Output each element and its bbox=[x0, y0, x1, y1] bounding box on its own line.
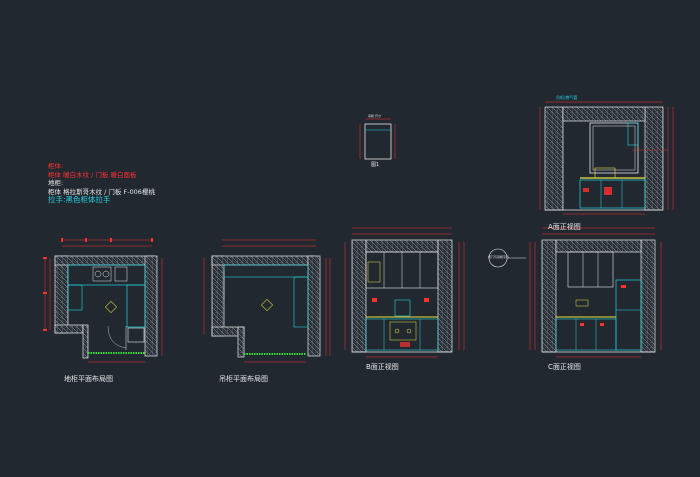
note-line-2: 柜体 暖白木纹 / 门板 暖白面板 bbox=[48, 170, 137, 179]
svg-text:吊柜 尺寸: 吊柜 尺寸 bbox=[368, 113, 381, 118]
elevation-a-title: A面正视图 bbox=[548, 223, 581, 231]
callout-annotation: 柜门与吊柜平齐 bbox=[488, 255, 510, 259]
note-line-5: 拉手:黑色柜体拉手 bbox=[48, 195, 111, 204]
elevation-b bbox=[344, 227, 465, 358]
elevation-c-title: C面正视图 bbox=[548, 363, 581, 371]
elevation-a bbox=[539, 101, 674, 215]
callout-bubble bbox=[488, 248, 526, 268]
ceiling-plan bbox=[203, 239, 331, 363]
note-line-4: 柜体 格拉斯哥木纹 / 门板 F-006樱桃 bbox=[48, 187, 155, 196]
top-annotation: 吊柜/燃气管 bbox=[556, 95, 578, 100]
floor-plan bbox=[43, 238, 163, 363]
elevation-c bbox=[529, 227, 662, 358]
note-line-1: 柜体: bbox=[48, 162, 64, 170]
floor-plan-title: 地柜平面布局图 bbox=[64, 375, 113, 383]
material-notes: 柜体: 柜体 暖白木纹 / 门板 暖白面板 地柜: 柜体 格拉斯哥木纹 / 门板… bbox=[48, 162, 155, 205]
ceiling-plan-title: 吊柜平面布局图 bbox=[219, 375, 268, 383]
fig1-title: 图1 bbox=[371, 162, 380, 168]
elevation-b-title: B面正视图 bbox=[366, 363, 399, 371]
note-line-3: 地柜: bbox=[48, 179, 64, 187]
detail-fig1: 吊柜 尺寸 bbox=[359, 113, 396, 160]
